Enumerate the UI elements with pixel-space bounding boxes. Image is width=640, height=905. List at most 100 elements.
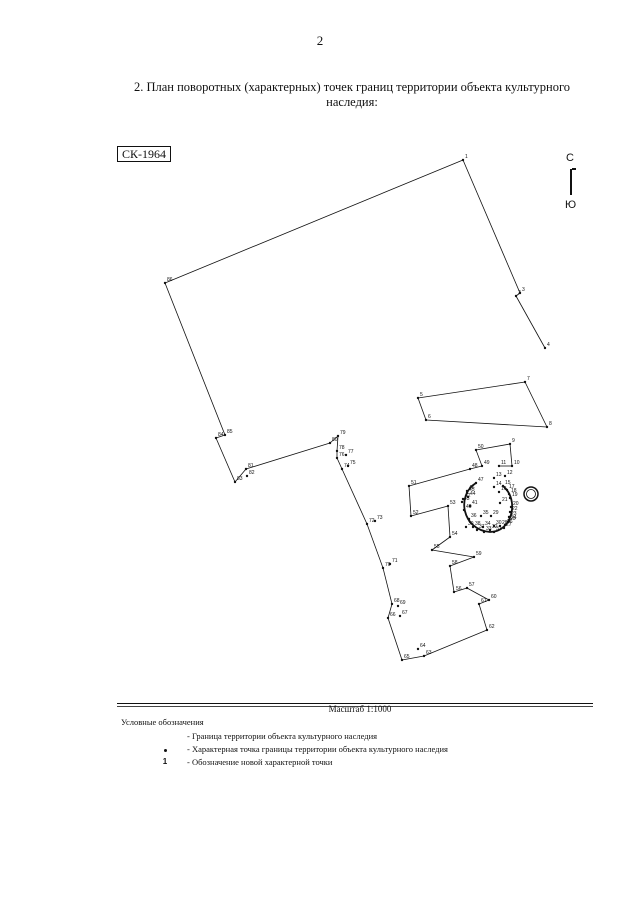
boundary-point-7 <box>523 380 527 384</box>
point-label-14: 14 <box>496 481 502 487</box>
boundary-segment <box>336 435 339 452</box>
boundary-segment <box>423 629 488 657</box>
point-label-31: 31 <box>496 526 502 532</box>
point-label-7: 7 <box>527 376 530 382</box>
point-label-39: 39 <box>468 521 474 527</box>
boundary-segment <box>524 381 548 428</box>
boundary-point-81 <box>244 467 248 471</box>
point-label-59: 59 <box>476 551 482 557</box>
boundary-point-30 <box>492 524 496 528</box>
coordinate-system-text: СК-1964 <box>122 147 167 161</box>
point-label-2: 2 <box>518 290 521 296</box>
point-label-76: 76 <box>339 452 345 458</box>
boundary-segment <box>387 603 393 619</box>
point-label-60: 60 <box>491 594 497 600</box>
point-label-84: 84 <box>218 432 224 438</box>
point-label-26: 26 <box>507 519 513 525</box>
north-label: С <box>566 152 574 164</box>
boundary-point-28 <box>498 524 502 528</box>
point-label-53: 53 <box>450 500 456 506</box>
boundary-point-8 <box>545 425 549 429</box>
point-label-64: 64 <box>420 643 426 649</box>
boundary-point-59 <box>472 555 476 559</box>
boundary-segment <box>164 159 464 284</box>
boundary-point-77 <box>344 453 348 457</box>
boundary-segment <box>466 587 490 601</box>
point-label-32: 32 <box>492 524 498 530</box>
boundary-point-66 <box>386 616 390 620</box>
point-label-61: 61 <box>481 598 487 604</box>
boundary-point-49 <box>480 464 484 468</box>
boundary-point-67 <box>398 614 402 618</box>
point-label-43: 43 <box>464 496 470 502</box>
boundary-point-86 <box>163 281 167 285</box>
point-label-24: 24 <box>511 515 517 521</box>
boundary-point-73 <box>373 519 377 523</box>
boundary-segment <box>478 603 488 631</box>
point-label-33: 33 <box>486 526 492 532</box>
point-label-52: 52 <box>413 510 419 516</box>
monument-circle-icon <box>523 486 539 502</box>
boundary-point-19 <box>508 496 512 500</box>
point-label-75: 75 <box>350 460 356 466</box>
boundary-point-44 <box>466 495 470 499</box>
point-label-72: 72 <box>369 518 375 524</box>
point-label-46: 46 <box>469 485 475 491</box>
boundary-segment <box>515 295 546 349</box>
point-label-79: 79 <box>340 430 346 436</box>
boundary-segment <box>475 443 511 451</box>
point-label-9: 9 <box>512 438 515 444</box>
boundary-segment <box>410 505 449 517</box>
boundary-point-45 <box>465 491 469 495</box>
point-label-41: 41 <box>472 500 478 506</box>
boundary-point-17 <box>505 488 509 492</box>
boundary-point-39 <box>464 525 468 529</box>
point-label-25: 25 <box>510 516 516 522</box>
boundary-segment <box>475 449 483 467</box>
point-label-35: 35 <box>483 510 489 516</box>
boundary-point-71 <box>388 562 392 566</box>
boundary-segment <box>449 556 475 567</box>
point-label-36: 36 <box>471 513 477 519</box>
point-label-54: 54 <box>452 531 458 537</box>
north-arrow-shaft-icon <box>570 169 572 195</box>
boundary-point-82 <box>245 474 249 478</box>
boundary-segment <box>215 437 236 483</box>
boundary-segment <box>431 549 475 558</box>
boundary-point-20 <box>509 505 513 509</box>
boundary-point-83 <box>233 480 237 484</box>
south-label: Ю <box>565 199 577 211</box>
point-label-40: 40 <box>466 504 472 510</box>
point-label-58: 58 <box>452 560 458 566</box>
boundary-segment <box>447 505 451 538</box>
point-label-6: 6 <box>428 414 431 420</box>
boundary-segment <box>336 457 343 470</box>
boundary-point-21 <box>498 501 502 505</box>
boundary-point-62 <box>485 628 489 632</box>
boundary-point-50 <box>474 448 478 452</box>
boundary-point-65 <box>400 658 404 662</box>
boundary-point-11 <box>497 464 501 468</box>
point-number-symbol: 1 <box>162 757 168 766</box>
boundary-point-60 <box>487 598 491 602</box>
boundary-point-38 <box>471 525 475 529</box>
boundary-point-36 <box>467 517 471 521</box>
point-label-17: 17 <box>509 484 515 490</box>
point-label-69: 69 <box>400 600 406 606</box>
scale-rule-top <box>117 703 593 704</box>
point-label-42: 42 <box>465 493 471 499</box>
point-label-70: 70 <box>385 562 391 568</box>
boundary-point-3 <box>518 291 522 295</box>
boundary-point-2 <box>514 294 518 298</box>
boundary-segment <box>509 443 513 467</box>
point-label-34: 34 <box>485 521 491 527</box>
boundary-point-74 <box>340 467 344 471</box>
boundary-point-78 <box>335 449 339 453</box>
point-label-12: 12 <box>507 470 513 476</box>
boundary-arc <box>463 482 513 533</box>
point-label-49: 49 <box>484 460 490 466</box>
point-label-3: 3 <box>522 287 525 293</box>
boundary-point-27 <box>502 526 506 530</box>
point-label-30: 30 <box>496 520 502 526</box>
